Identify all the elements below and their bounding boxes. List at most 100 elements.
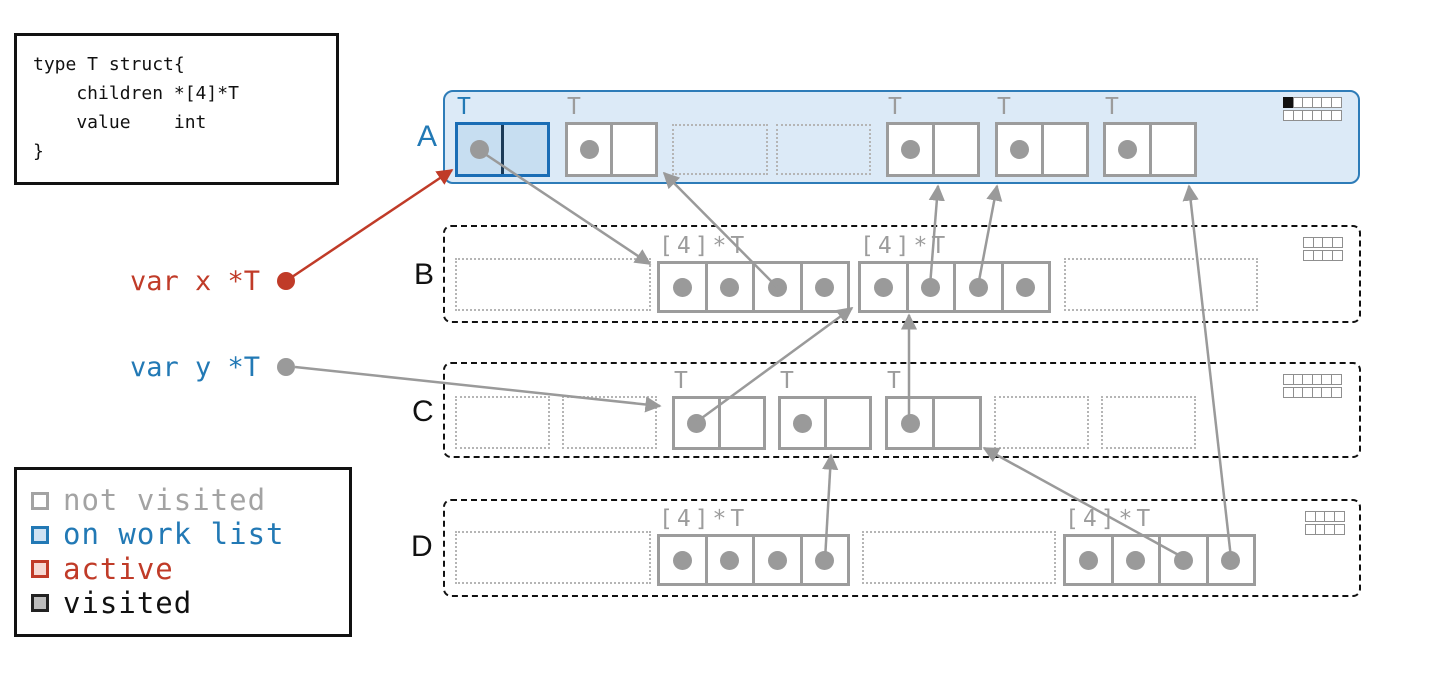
pointer-cell [1161, 537, 1209, 583]
object-t [995, 122, 1089, 177]
region-label-c: C [412, 395, 434, 428]
pointer-dot-icon [767, 550, 787, 570]
pointer-dot-icon [470, 140, 489, 159]
pointer-dot-icon [672, 277, 692, 297]
pointer-cell [935, 399, 979, 447]
empty-slot [455, 531, 651, 584]
type-label: T [997, 94, 1015, 120]
pointer-dot-icon [1117, 140, 1137, 159]
pointer-cell [660, 537, 708, 583]
code-line: value int [33, 112, 207, 133]
pointer-cell [1004, 264, 1049, 310]
bitmap-row [1303, 237, 1343, 248]
pointer-dot-icon [1009, 140, 1029, 159]
type-label: T [674, 368, 692, 394]
empty-slot [776, 124, 871, 175]
legend-item-visited: visited [31, 588, 335, 618]
var-x-dot-icon [277, 272, 295, 290]
pointer-cell [781, 399, 827, 447]
type-label: [4]*T [659, 506, 749, 532]
empty-slot [862, 531, 1056, 584]
bitmap-row [1283, 97, 1342, 108]
pointer-cell [956, 264, 1004, 310]
bitmap-cell [1330, 374, 1342, 385]
pointer-dot-icon [1016, 277, 1036, 297]
pointer-dot-icon [900, 140, 920, 159]
pointer-cell [708, 537, 755, 583]
pointer-dot-icon [686, 413, 706, 433]
pointer-cell [721, 399, 764, 447]
type-label: T [457, 94, 475, 120]
object-t [885, 396, 982, 450]
pointer-cell [803, 537, 848, 583]
bitmap-cell [1333, 511, 1345, 522]
pointer-cell [827, 399, 870, 447]
bitmap-row [1283, 110, 1342, 121]
code-line: } [33, 141, 44, 162]
pointer-cell [458, 125, 504, 174]
var-y-dot-icon [277, 358, 295, 376]
legend-label: on work list [63, 517, 285, 552]
legend-item-not-visited: not visited [31, 486, 335, 515]
mark-bitmap-icon [1283, 374, 1342, 400]
object-t [1103, 122, 1197, 177]
mark-bitmap-icon [1305, 511, 1345, 537]
object-t [886, 122, 980, 177]
pointer-dot-icon [720, 277, 740, 297]
pointer-cell [889, 125, 935, 174]
empty-slot [455, 258, 651, 311]
empty-slot [1064, 258, 1258, 311]
type-label: [4]*T [659, 233, 749, 259]
var-x-label: var x *T [130, 266, 261, 297]
pointer-cell [1114, 537, 1161, 583]
object-t [778, 396, 872, 450]
legend-label: active [63, 551, 174, 586]
bitmap-row [1305, 524, 1345, 535]
type-label: T [887, 368, 905, 394]
pointer-dot-icon [1078, 550, 1098, 570]
legend-label: not visited [63, 483, 267, 517]
legend-box: not visited on work list active visited [14, 467, 352, 637]
array-4t [657, 534, 850, 586]
pointer-cell [803, 264, 848, 310]
object-t [672, 396, 766, 450]
bitmap-cell [1330, 97, 1342, 108]
pointer-cell [935, 125, 978, 174]
mark-bitmap-icon [1283, 97, 1342, 123]
pointer-cell [660, 264, 708, 310]
bitmap-row [1303, 250, 1343, 261]
bitmap-cell [1333, 524, 1345, 535]
pointer-dot-icon [720, 550, 740, 570]
pointer-cell [613, 125, 655, 174]
empty-slot [672, 124, 768, 175]
array-4t [657, 261, 850, 313]
empty-slot [994, 396, 1089, 449]
code-line: children *[4]*T [33, 83, 239, 104]
type-label: T [567, 94, 585, 120]
pointer-cell [1044, 125, 1087, 174]
pointer-cell [1106, 125, 1152, 174]
pointer-cell [675, 399, 721, 447]
pointer-dot-icon [579, 140, 599, 159]
array-4t [1063, 534, 1256, 586]
bitmap-row [1283, 387, 1342, 398]
pointer-dot-icon [921, 277, 941, 297]
bitmap-row [1283, 374, 1342, 385]
pointer-cell [861, 264, 909, 310]
pointer-cell [1152, 125, 1195, 174]
type-label: T [888, 94, 906, 120]
visited-swatch-icon [31, 594, 49, 613]
pointer-dot-icon [815, 277, 835, 297]
legend-item-active: active [31, 551, 335, 586]
bitmap-cell [1331, 250, 1343, 261]
pointer-cell [888, 399, 935, 447]
pointer-cell [755, 537, 803, 583]
pointer-dot-icon [1126, 550, 1146, 570]
type-definition-box: type T struct{ children *[4]*T value int… [14, 33, 339, 185]
pointer-cell [708, 264, 755, 310]
type-label: [4]*T [1065, 506, 1155, 532]
array-4t [858, 261, 1051, 313]
type-label: [4]*T [860, 233, 950, 259]
pointer-dot-icon [873, 277, 893, 297]
